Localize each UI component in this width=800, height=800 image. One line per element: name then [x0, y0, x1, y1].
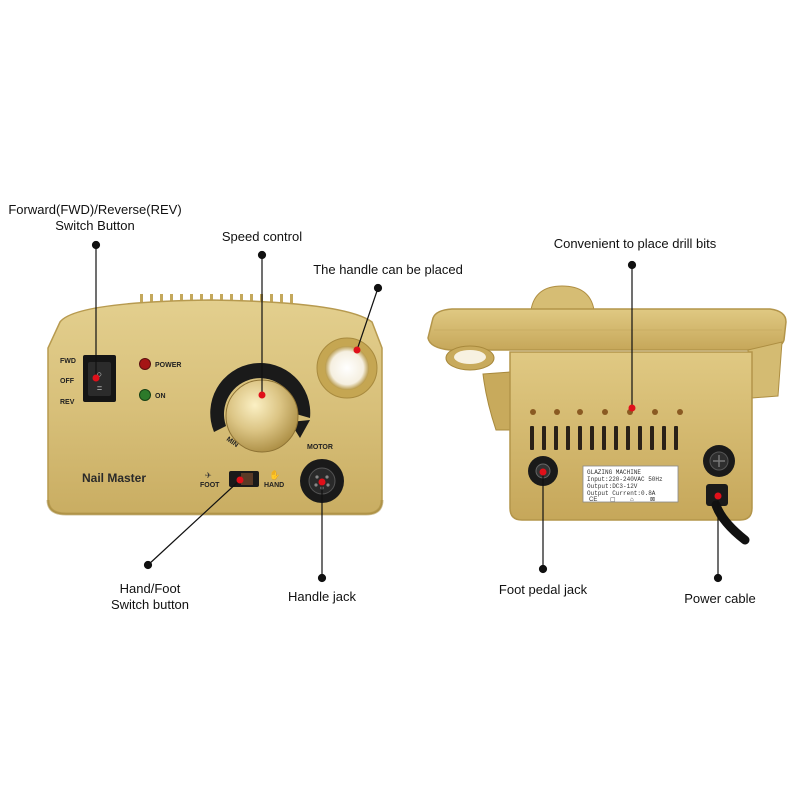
off-label: OFF — [60, 378, 75, 385]
tag-line-3: Output:DC3-12V — [587, 483, 638, 490]
on-led — [139, 389, 151, 401]
front-unit: FWD OFF REV ○ = POWER ON MIN MAX — [46, 294, 384, 516]
rating-label-tag: GLAZING MACHINE Input:220-240VAC 50Hz Ou… — [582, 465, 679, 503]
rear-body — [509, 351, 753, 521]
callout-power-cable: Power cable — [670, 591, 770, 607]
callout-fwd-rev-line1: Forward(FWD)/Reverse(REV) — [8, 202, 182, 217]
drill-bit-holes — [530, 409, 683, 415]
callout-hand-foot: Hand/Foot Switch button — [90, 581, 210, 613]
callout-drill-bits-text: Convenient to place drill bits — [553, 236, 717, 251]
callout-fwd-rev: Forward(FWD)/Reverse(REV) Switch Button — [0, 202, 190, 234]
motor-label: MOTOR — [307, 444, 333, 451]
callout-handle-jack: Handle jack — [270, 589, 374, 605]
rear-vent-slots — [530, 426, 678, 450]
callout-handle-place-text: The handle can be placed — [313, 262, 463, 277]
tag-line-4: Output Current:0.8A — [587, 490, 656, 497]
hand-foot-toggle-switch[interactable] — [229, 471, 259, 487]
tag-symbol-house: ⌂ — [630, 497, 634, 503]
brand-name: Nail Master — [82, 471, 146, 485]
callout-handle-place: The handle can be placed — [308, 262, 468, 278]
foot-label: FOOT — [200, 482, 220, 489]
rocker-mark-top: ○ — [97, 369, 102, 379]
callout-handle-jack-text: Handle jack — [288, 589, 356, 604]
callout-hand-foot-line2: Switch button — [110, 597, 190, 612]
handle-dome — [530, 285, 595, 311]
callout-fwd-rev-line2: Switch Button — [55, 218, 135, 233]
callout-power-cable-text: Power cable — [684, 591, 756, 606]
hand-icon: ✋ — [269, 469, 280, 480]
tag-symbol-bin: ⊠ — [650, 497, 655, 503]
fwd-rev-rocker-switch[interactable]: ○ = — [83, 355, 116, 402]
callout-speed-text: Speed control — [221, 229, 303, 244]
hand-label: HAND — [264, 482, 284, 489]
rear-unit: GLAZING MACHINE Input:220-240VAC 50Hz Ou… — [427, 285, 787, 545]
callout-drill-bits: Convenient to place drill bits — [540, 236, 730, 252]
power-led — [139, 358, 151, 370]
power-indicator-label: POWER — [155, 362, 181, 369]
fwd-label: FWD — [60, 358, 76, 365]
callout-leaders — [91, 240, 723, 583]
tag-symbol-ce: CE — [589, 497, 597, 503]
fuse-holder[interactable] — [703, 445, 735, 477]
rocker-mark-bottom: = — [97, 383, 102, 393]
foot-icon: ✈ — [205, 471, 212, 480]
callout-speed-control: Speed control — [200, 229, 324, 245]
tag-symbol-square: ▢ — [610, 497, 616, 503]
callout-hand-foot-line1: Hand/Foot — [119, 581, 181, 596]
rev-label: REV — [60, 399, 75, 406]
on-indicator-label: ON — [155, 393, 166, 400]
callout-foot-pedal-text: Foot pedal jack — [498, 582, 588, 597]
callout-foot-pedal: Foot pedal jack — [490, 582, 596, 598]
tag-line-1: GLAZING MACHINE — [587, 469, 641, 476]
tag-line-2: Input:220-240VAC 50Hz — [587, 476, 663, 483]
